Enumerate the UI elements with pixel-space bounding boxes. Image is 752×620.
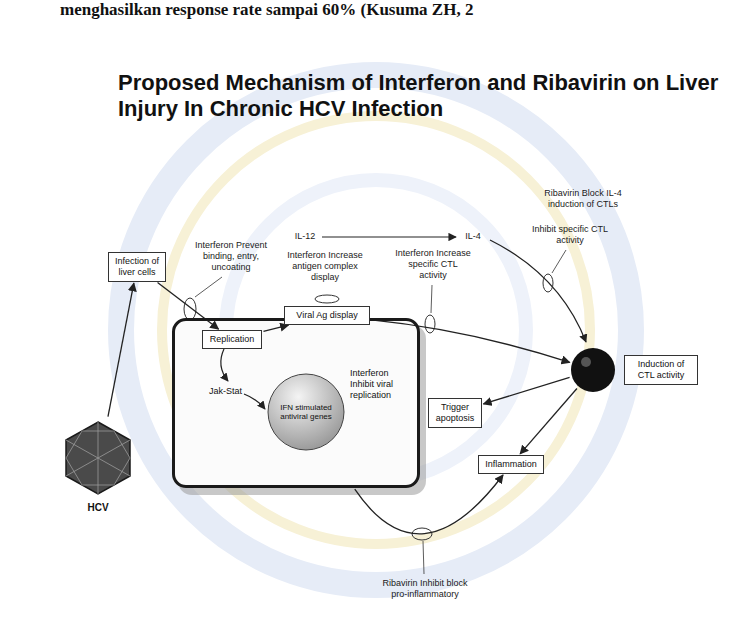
process-box: Inflammation	[478, 455, 544, 474]
leader-line	[552, 250, 566, 273]
process-box: Trigger apoptosis	[428, 398, 482, 428]
drug-note: Ribavirin Block IL-4 induction of CTLs	[540, 188, 626, 210]
leader-line	[195, 277, 222, 297]
nucleus-text: IFN stimulated antiviral genes	[277, 403, 335, 421]
jak-stat-arrow	[221, 349, 228, 381]
leader-line	[423, 541, 424, 574]
connector-arrow	[158, 283, 219, 330]
box-text: Trigger apoptosis	[433, 402, 477, 424]
block-ellipse	[543, 274, 553, 292]
connector-arrow	[520, 388, 577, 453]
cell-fill	[172, 318, 420, 488]
cytokine-label: IL-12	[288, 231, 322, 242]
watermark-ring	[121, 75, 631, 585]
connector-arrow	[263, 325, 288, 331]
box-text: Induction of CTL activity	[629, 359, 693, 381]
liver-cell: Jak-Stat Interferon Inhibit viral replica…	[172, 318, 420, 488]
cytokine-arrow	[322, 236, 456, 237]
connector-arrow	[355, 475, 503, 534]
diagram-title: Proposed Mechanism of Interferon and Rib…	[118, 70, 730, 122]
drug-note: Interferon Increase antigen complex disp…	[284, 250, 366, 282]
ctl-shape	[571, 348, 615, 392]
virus-drawing	[58, 418, 138, 498]
cytokine-arrow	[490, 240, 586, 342]
block-ellipse	[184, 298, 196, 320]
box-text: Infection of liver cells	[113, 256, 161, 278]
drug-note: Interferon Increase specific CTL activit…	[394, 248, 472, 280]
connector-arrow	[108, 283, 134, 416]
process-box: Infection of liver cells	[108, 252, 166, 282]
block-ellipse	[315, 295, 339, 303]
connector-arrow	[483, 377, 569, 404]
virus-facets	[66, 422, 130, 494]
process-box: Viral Ag display	[284, 306, 370, 325]
process-box: Induction of CTL activity	[624, 355, 698, 385]
ctl-highlight	[581, 357, 591, 367]
nucleus-circle: IFN stimulated antiviral genes	[267, 373, 345, 451]
box-text: Inflammation	[483, 459, 539, 470]
watermark-ring	[162, 116, 590, 544]
drug-note: Ribavirin Inhibit block pro-inflammatory	[378, 578, 472, 600]
jak-stat-arrow	[244, 394, 265, 409]
virus-icon: HCV	[58, 418, 138, 518]
box-text: Replication	[207, 334, 257, 345]
virus-label: HCV	[58, 502, 138, 513]
drug-note: Inhibit specific CTL activity	[530, 224, 610, 246]
cell-text: Jak-Stat	[209, 386, 259, 397]
block-ellipse	[425, 315, 435, 333]
box-text: Viral Ag display	[289, 310, 365, 321]
page-text: menghasilkan response rate sampai 60% (K…	[60, 1, 473, 20]
cytokine-label: IL-4	[458, 231, 488, 242]
cell-text: Interferon Inhibit viral replication	[350, 368, 414, 400]
ctl-circle	[570, 347, 616, 393]
process-box: Replication	[202, 330, 262, 349]
ctl-cell: Induction of CTL activity	[570, 346, 690, 394]
connector-arrow	[371, 320, 569, 362]
nucleus-shape	[268, 374, 344, 450]
leader-line	[431, 285, 432, 313]
virus-shell	[66, 422, 130, 494]
drug-note: Interferon Prevent binding, entry, uncoa…	[194, 240, 268, 272]
